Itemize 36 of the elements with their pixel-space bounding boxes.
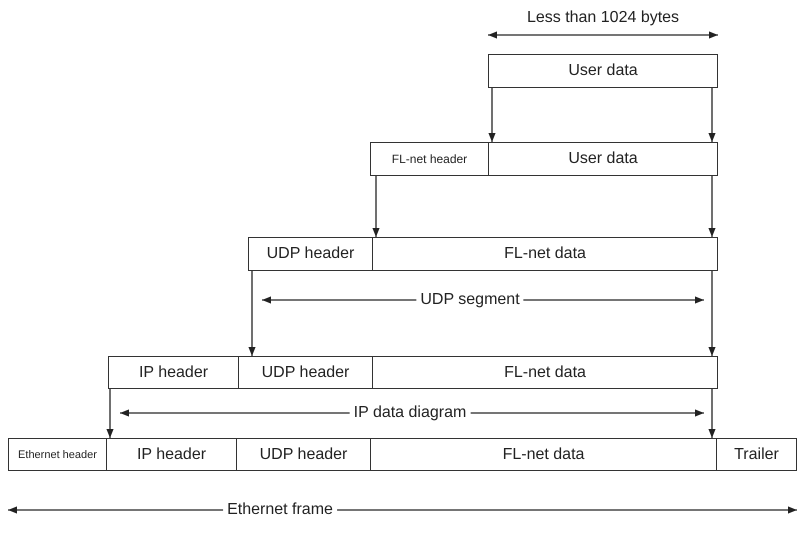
packet-field-box	[488, 142, 718, 176]
field-label: IP header	[138, 364, 208, 382]
field-label: FL-net data	[502, 446, 584, 464]
field-label: User data	[568, 62, 638, 80]
packet-field-box	[108, 356, 239, 389]
packet-field-box	[372, 237, 718, 271]
field-label: UDP header	[262, 364, 350, 382]
field-label: Trailer	[734, 446, 779, 464]
arrow	[106, 389, 114, 438]
dimension-label: IP data diagram	[350, 404, 470, 422]
field-label: FL-net header	[392, 152, 468, 166]
field-label: IP header	[136, 446, 206, 464]
arrow	[372, 176, 380, 237]
arrow	[248, 271, 256, 356]
field-label: User data	[568, 150, 638, 168]
arrow	[708, 271, 716, 356]
packet-field-box	[248, 237, 373, 271]
packet-field-box	[370, 438, 717, 471]
field-label: FL-net data	[504, 364, 586, 382]
packet-field-box	[370, 142, 489, 176]
arrow	[488, 88, 496, 142]
arrow	[708, 88, 716, 142]
dimension-label: UDP segment	[416, 291, 524, 309]
packet-field-box	[236, 438, 371, 471]
field-label: UDP header	[260, 446, 348, 464]
arrow	[708, 176, 716, 237]
packet-field-box	[106, 438, 237, 471]
field-label: FL-net data	[504, 245, 586, 263]
field-label: UDP header	[266, 245, 354, 263]
packet-field-box	[8, 438, 107, 471]
packet-field-box	[372, 356, 718, 389]
field-label: Ethernet header	[18, 448, 97, 460]
packet-field-box	[488, 54, 718, 88]
packet-field-box	[238, 356, 373, 389]
arrow	[708, 389, 716, 438]
packet-field-box	[716, 438, 797, 471]
